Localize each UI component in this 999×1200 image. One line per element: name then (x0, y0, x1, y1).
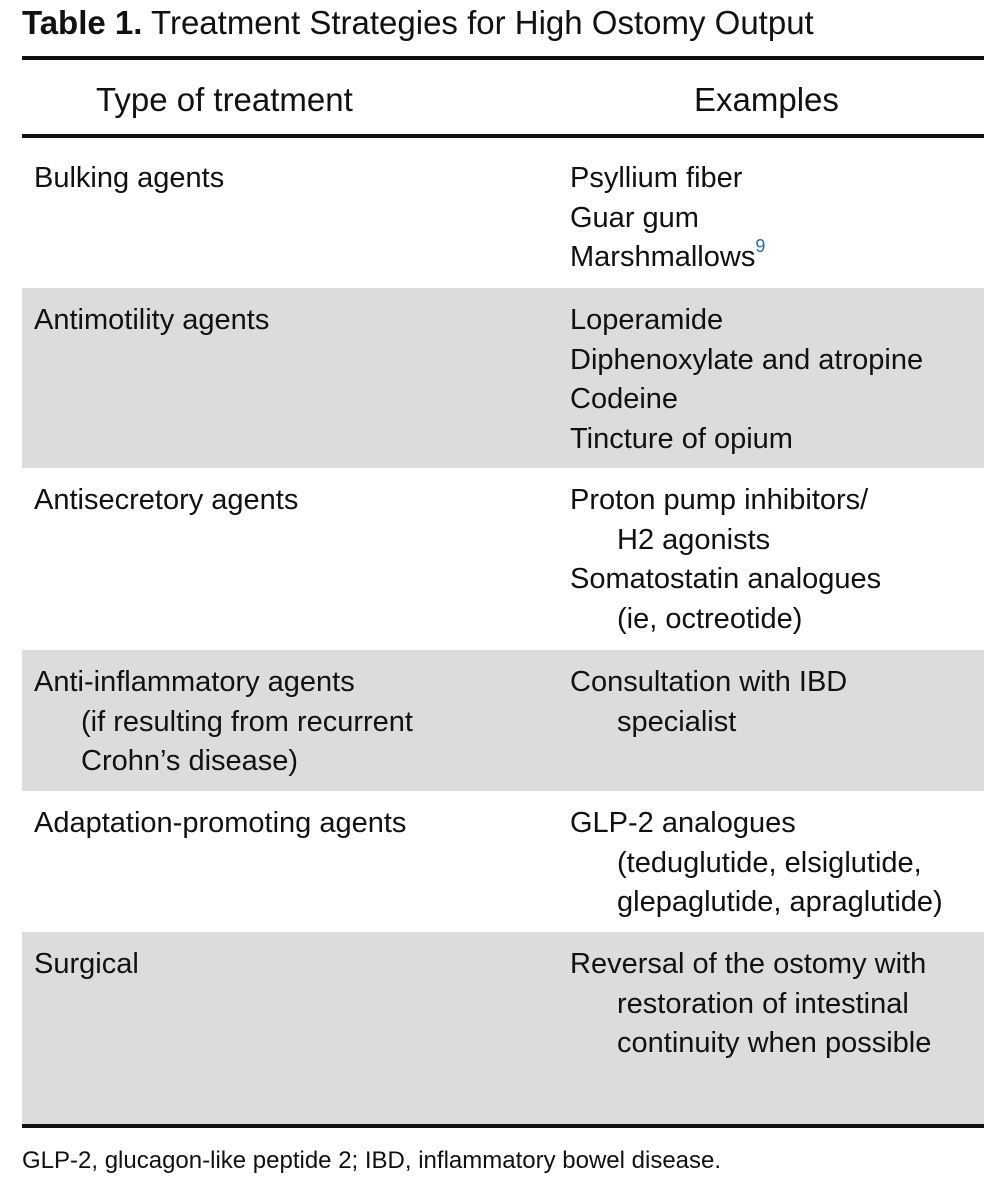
example-text: GLP-2 analogues (570, 807, 796, 839)
type-text: Surgical (34, 948, 139, 980)
table-row-antisecretory: Antisecretory agents Proton pump inhibit… (22, 468, 984, 650)
example-text: Tincture of opium (570, 422, 793, 455)
top-rule (22, 56, 984, 60)
example-text: Psyllium fiber (570, 162, 743, 194)
table-row-surgical: Surgical Reversal of the ostomy with res… (22, 932, 984, 1124)
example-text: Consultation with IBD (570, 666, 848, 698)
cell-examples: Loperamide Diphenoxylate and atropine Co… (570, 301, 982, 459)
type-text: Antisecretory agents (34, 484, 299, 516)
cell-examples: Reversal of the ostomy with restoration … (570, 945, 982, 1064)
example-marshmallows: Marshmallows (570, 241, 756, 273)
cell-examples: Proton pump inhibitors/ H2 agonists Soma… (570, 481, 982, 639)
header-rule (22, 134, 984, 138)
example-text: Diphenoxylate and atropine (570, 343, 924, 376)
type-text: (if resulting from recurrent (81, 705, 413, 738)
type-text: Bulking agents (34, 162, 225, 194)
table-row-adaptation: Adaptation-promoting agents GLP-2 analog… (22, 791, 984, 932)
table-row-anti-inflammatory: Anti-inflammatory agents (if resulting f… (22, 650, 984, 791)
example-text: glepaglutide, apraglutide) (617, 886, 943, 918)
example-text: Codeine (570, 383, 679, 415)
type-text: Crohn’s disease) (81, 745, 299, 777)
example-text: Proton pump inhibitors/ (570, 484, 869, 516)
example-text: (teduglutide, elsiglutide, (617, 846, 922, 879)
example-text: specialist (617, 705, 737, 738)
table-row-bulking: Bulking agents Psyllium fiber Guar gum M… (22, 139, 984, 288)
header-examples: Examples (694, 81, 839, 118)
table-title: Table 1. Treatment Strategies for High O… (22, 0, 982, 46)
table-row-antimotility: Antimotility agents Loperamide Diphenoxy… (22, 288, 984, 468)
cell-examples: Psyllium fiber Guar gum Marshmallows9 (570, 159, 982, 278)
table-label: Table 1. (22, 4, 143, 41)
cell-type: Antimotility agents (34, 301, 554, 341)
cell-type: Anti-inflammatory agents (if resulting f… (34, 663, 554, 782)
example-text: Marshmallows9 (570, 236, 982, 278)
type-text: Antimotility agents (34, 304, 270, 336)
cell-type: Antisecretory agents (34, 481, 554, 521)
example-text: H2 agonists (617, 523, 771, 556)
example-text: Reversal of the ostomy with (570, 948, 927, 980)
example-text: restoration of intestinal (617, 987, 909, 1020)
example-text: continuity when possible (617, 1027, 932, 1059)
table-footnote: GLP-2, glucagon-like peptide 2; IBD, inf… (22, 1147, 722, 1174)
example-text: Somatostatin analogues (570, 563, 882, 595)
table-title-text: Treatment Strategies for High Ostomy Out… (151, 4, 814, 41)
type-text: Adaptation-promoting agents (34, 807, 407, 839)
type-text: Anti-inflammatory agents (34, 666, 355, 698)
header-type: Type of treatment (96, 81, 353, 118)
bottom-rule (22, 1124, 984, 1128)
reference-superscript[interactable]: 9 (755, 236, 766, 256)
example-text: Loperamide (570, 304, 724, 336)
cell-type: Adaptation-promoting agents (34, 804, 554, 844)
cell-type: Surgical (34, 945, 554, 985)
cell-type: Bulking agents (34, 159, 554, 199)
cell-examples: GLP-2 analogues (teduglutide, elsiglutid… (570, 804, 982, 923)
example-text: Guar gum (570, 201, 699, 234)
example-text: (ie, octreotide) (617, 602, 803, 635)
cell-examples: Consultation with IBD specialist (570, 663, 982, 742)
